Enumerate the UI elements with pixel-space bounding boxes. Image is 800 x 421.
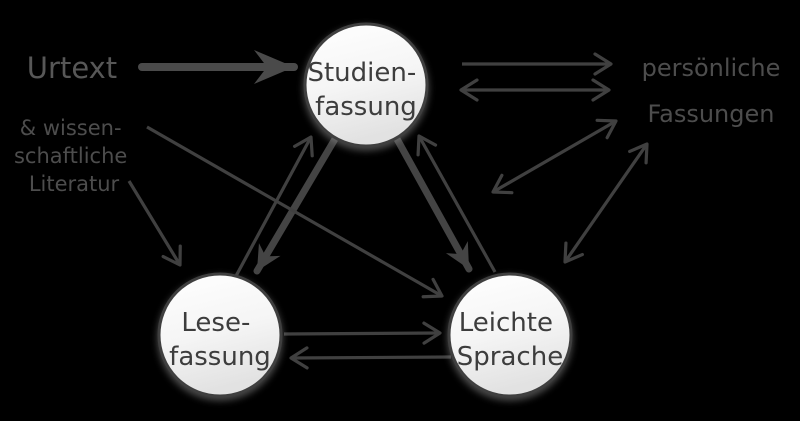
node-leichte-sprache: Leichte Sprache <box>447 272 573 401</box>
node-circle <box>303 22 429 148</box>
persoenliche-fassungen-label-line2: Fassungen <box>648 100 775 128</box>
urtext-label: Urtext <box>27 51 117 85</box>
literatur-to-lesefassung-arrow <box>127 180 182 267</box>
lesefassung-to-studienfassung-arrow <box>234 135 314 277</box>
node-circle <box>447 272 573 398</box>
studienfassung-to-leichte-sprache-arrow <box>393 135 473 273</box>
node-studienfassung-line2: fassung <box>315 92 417 122</box>
node-leichte-sprache-line1: Leichte <box>459 308 553 338</box>
lesefassung-to-leichte-sprache-arrow <box>283 321 442 345</box>
leichte-sprache-persoenliche-bidirectional-arrow <box>563 142 649 264</box>
literatur-line2: schaftliche <box>14 144 127 168</box>
leichte-sprache-to-studienfassung-arrow <box>416 134 497 273</box>
literatur-line1: & wissen- <box>20 116 122 140</box>
node-leichte-sprache-line2: Sprache <box>457 342 563 372</box>
node-studienfassung: Studien- fassung <box>303 22 429 151</box>
literatur-to-leichte-sprache-arrow <box>146 125 444 299</box>
node-leichte-sprache-label: Leichte Sprache <box>457 308 563 372</box>
literatur-line3: Literatur <box>29 172 120 196</box>
node-lesefassung-line1: Lese- <box>181 308 250 338</box>
node-studienfassung-label: Studien- fassung <box>307 58 424 122</box>
node-lesefassung-label: Lese- fassung <box>169 308 271 372</box>
studienfassung-to-lesefassung-arrow <box>253 135 339 275</box>
node-studienfassung-line1: Studien- <box>307 58 416 88</box>
node-circle <box>157 272 283 398</box>
node-lesefassung-line2: fassung <box>169 342 271 372</box>
edges-layer <box>127 50 649 370</box>
lesefassung-persoenliche-bidirectional-arrow <box>491 118 618 195</box>
leichte-sprache-to-lesefassung-arrow <box>289 346 452 370</box>
node-lesefassung: Lese- fassung <box>157 272 283 401</box>
literatur-label: & wissen- schaftliche Literatur <box>14 116 134 196</box>
persoenliche-fassungen-label-line1: persönliche <box>642 54 781 82</box>
